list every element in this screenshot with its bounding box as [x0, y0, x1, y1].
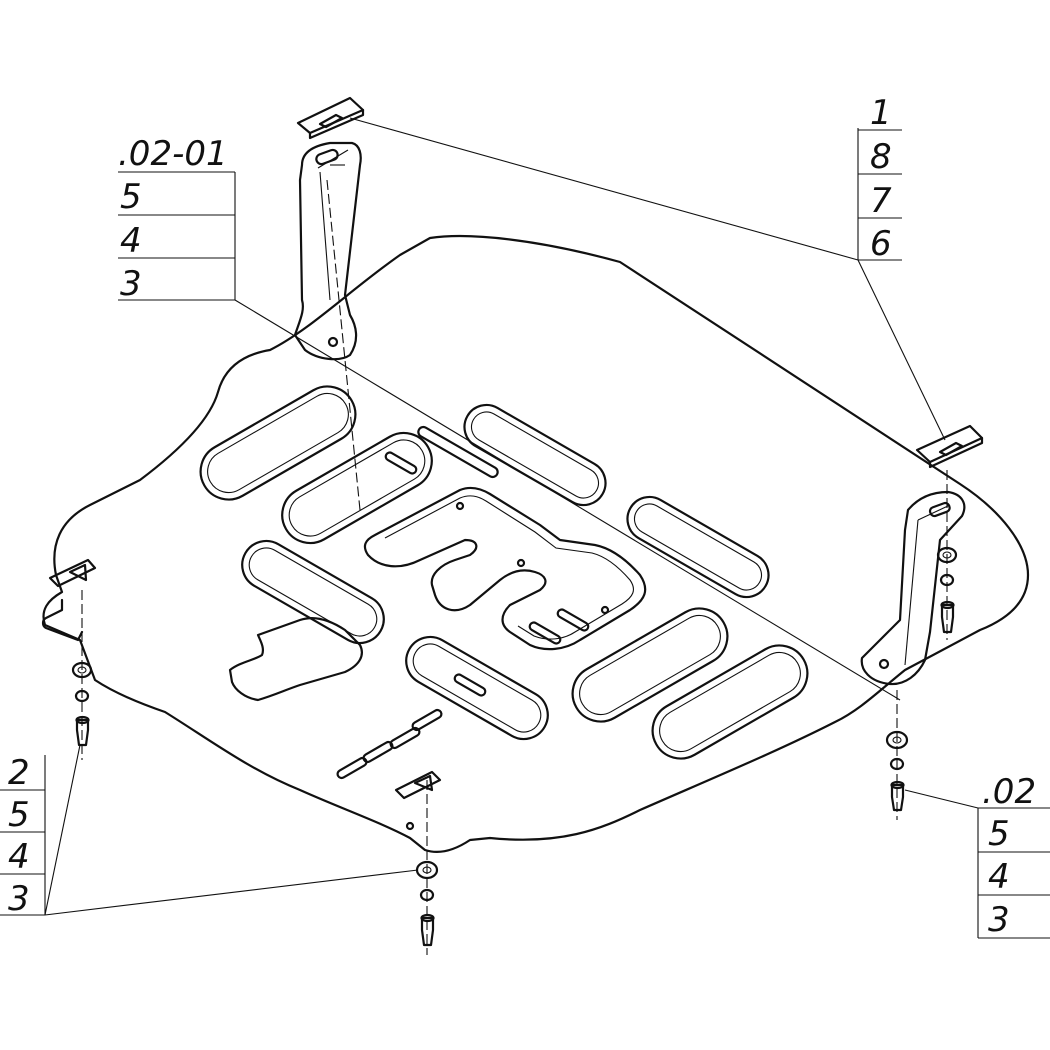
callout-top-left: .02-01 5 4 3 [118, 134, 236, 304]
callout-bottom-right-row-3: 3 [988, 900, 1010, 940]
bracket-plate-right [915, 424, 984, 469]
callout-bottom-right-header: .02 [982, 772, 1036, 812]
bracket-plate-top [296, 96, 365, 140]
callout-top-right-row-3: 7 [870, 181, 892, 221]
left-bracket [293, 141, 362, 361]
callout-top-right-row-4: 6 [870, 224, 892, 264]
clip-left [41, 558, 97, 642]
callout-bottom-right-row-1: 5 [988, 814, 1010, 854]
stamped-slots [199, 385, 809, 760]
callout-top-right: 1 8 7 6 [857, 93, 902, 264]
small-slots [336, 451, 590, 780]
right-bracket [860, 490, 966, 686]
center-stepped-cutout [363, 486, 647, 651]
callout-bottom-right: .02 5 4 3 [977, 772, 1050, 940]
callout-top-left-row-3: 3 [120, 264, 142, 304]
callout-bottom-left-row-4: 3 [8, 879, 30, 919]
callout-top-right-row-1: 1 [870, 93, 892, 133]
callout-top-right-row-2: 8 [870, 137, 892, 177]
callout-top-left-header: .02-01 [118, 134, 228, 174]
callout-bottom-left-row-2: 5 [8, 795, 30, 835]
plate-outline [42, 234, 1030, 854]
callout-top-left-row-1: 5 [120, 177, 142, 217]
callout-bottom-right-row-2: 4 [988, 857, 1010, 897]
callout-bottom-left-row-1: 2 [8, 753, 30, 793]
callout-bottom-left-row-3: 4 [8, 837, 30, 877]
fasteners [71, 546, 958, 947]
clip-bottom [394, 770, 442, 800]
skid-plate [42, 234, 1030, 854]
left-cutout [228, 616, 363, 702]
callout-bottom-left: 2 5 4 3 [0, 753, 46, 919]
leader-lines [44, 117, 979, 955]
callout-top-left-row-2: 4 [120, 221, 142, 261]
